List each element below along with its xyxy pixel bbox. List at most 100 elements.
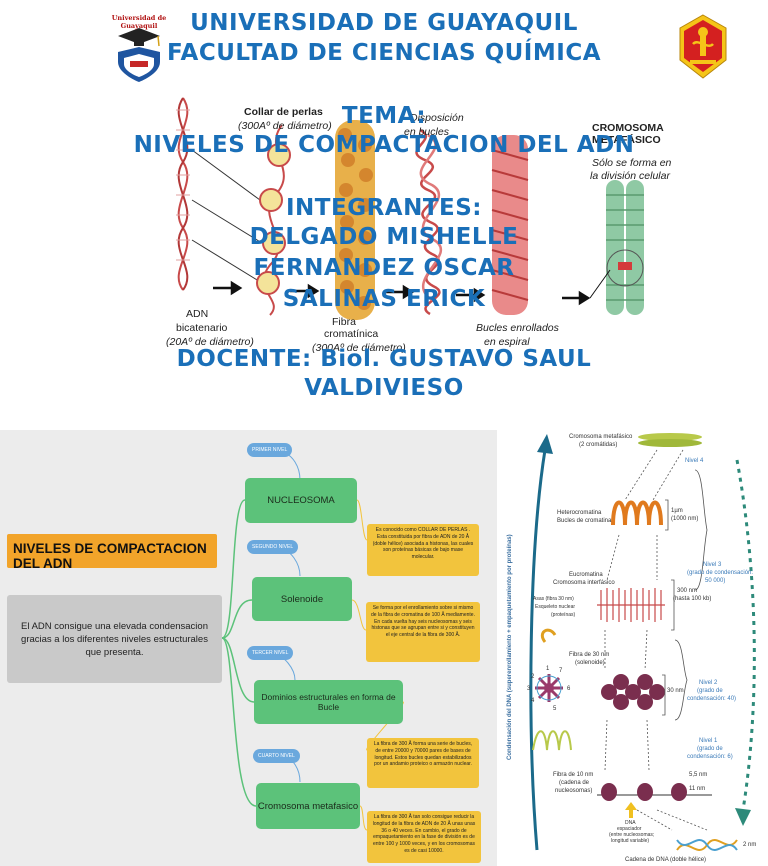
pill-primer-nivel: PRIMER NIVEL bbox=[247, 443, 293, 457]
cond-size-1um: 1µm bbox=[671, 508, 683, 514]
node-cromosoma-metafasico: Cromosoma metafasico bbox=[256, 783, 360, 829]
cond-label-nucleosomas: nucleosomas) bbox=[555, 788, 593, 794]
label-adn-diameter: (20Aº de diámetro) bbox=[166, 336, 254, 348]
university-logo: Universidad de Guayaquil bbox=[104, 14, 174, 88]
cond-label-longitud: longitud variable) bbox=[611, 838, 650, 844]
cond-label-cadena-nuc: (cadena de bbox=[559, 780, 590, 786]
faculty-logo bbox=[678, 14, 728, 80]
cond-level-1-grade: (grado de bbox=[697, 746, 723, 752]
dna-condensation-diagram: Condensación del DNA (superenrollamiento… bbox=[497, 430, 768, 866]
cond-level-3: Nivel 3 bbox=[703, 562, 722, 568]
mind-map-title: NIVELES DE COMPACTACION DEL ADN bbox=[7, 534, 217, 571]
label-collar-diameter: (300Aº de diámetro) bbox=[238, 120, 332, 132]
label-adn: ADN bbox=[186, 308, 209, 320]
cond-label-asas: Asas (fibra 30 nm) bbox=[533, 596, 574, 602]
label-division: la división celular bbox=[590, 170, 670, 182]
title-topic: NIVELES DE COMPACTACION DEL ADN bbox=[133, 132, 635, 158]
pill-segundo-nivel: SEGUNDO NIVEL bbox=[247, 540, 299, 554]
progression-arrows bbox=[213, 269, 611, 306]
coiled-loops bbox=[491, 135, 529, 315]
solenoid-num-4: 4 bbox=[531, 698, 535, 704]
cond-size-2nm: 2 nm bbox=[743, 842, 757, 848]
cond-level-1-value: condensación: 6) bbox=[687, 754, 733, 760]
label-bicatenario: bicatenario bbox=[176, 322, 228, 334]
solenoid-num-6: 6 bbox=[567, 686, 571, 692]
title-university: UNIVERSIDAD DE GUAYAQUIL bbox=[190, 10, 578, 36]
title-faculty: FACULTAD DE CIENCIAS QUÍMICA bbox=[166, 40, 601, 66]
solenoid-num-2: 2 bbox=[531, 674, 535, 680]
solenoid-num-5: 5 bbox=[553, 706, 557, 712]
label-cromatinica: cromatínica bbox=[324, 328, 379, 340]
chromatin-loops bbox=[415, 128, 443, 316]
cond-label-cromosoma: Cromosoma metafásico bbox=[569, 434, 633, 440]
node-solenoide: Solenoide bbox=[252, 577, 352, 621]
cond-level-3-value: 50 000) bbox=[705, 578, 726, 584]
cond-label-dna-esp: DNA bbox=[625, 820, 636, 826]
cond-size-30nm: 30 nm bbox=[667, 688, 684, 694]
label-fibra: Fibra bbox=[332, 316, 356, 328]
cond-label-heterocromatina: Heterocromatina bbox=[557, 510, 602, 516]
text-dominios-bucle: La fibra de 300 Å forma una serie de buc… bbox=[367, 738, 479, 788]
metaphase-chromosome bbox=[606, 180, 644, 315]
pill-tercer-nivel: TERCER NIVEL bbox=[247, 646, 294, 660]
solenoid-num-7: 7 bbox=[559, 668, 563, 674]
cond-label-esqueleto: Esqueleto nuclear bbox=[535, 604, 576, 610]
label-solo-forma: Sólo se forma en bbox=[592, 157, 672, 169]
title-slide: Collar de perlas (300Aº de diámetro) Dis… bbox=[0, 0, 768, 430]
text-nucleosoma: Es conocido como COLLAR DE PERLAS . Esta… bbox=[367, 524, 479, 576]
cond-level-2-value: condensación: 40) bbox=[687, 696, 737, 702]
cond-level-3-grade: (grado de condensación: bbox=[687, 570, 754, 576]
cond-size-100kb: (hasta 100 kb) bbox=[673, 596, 712, 602]
member-delgado: DELGADO MISHELLE bbox=[249, 224, 519, 250]
cond-label-espaciador: espaciador bbox=[617, 826, 642, 832]
cond-level-2: Nivel 2 bbox=[699, 680, 718, 686]
teacher-surname: VALDIVIESO bbox=[304, 375, 464, 401]
text-cromosoma-metafasico: La fibra de 300 Å tan solo consigue redu… bbox=[367, 811, 481, 863]
cond-size-11nm: 11 nm bbox=[689, 786, 706, 792]
title-integrantes-label: INTEGRANTES: bbox=[285, 195, 482, 221]
cond-label-solenoide: (solenoide) bbox=[575, 660, 605, 666]
solenoid-num-1: 1 bbox=[546, 666, 550, 672]
nucleosome-beads bbox=[256, 124, 291, 316]
cond-size-300nm: 300 nm bbox=[677, 588, 698, 594]
cond-label-cromatidas: (2 cromátidas) bbox=[579, 442, 618, 448]
member-fernandez: FERNANDEZ OSCAR bbox=[253, 255, 515, 281]
node-dominios-bucle: Dominios estructurales en forma de Bucle bbox=[254, 680, 403, 724]
cond-label-fibra30: Fibra de 30 nm bbox=[569, 652, 610, 658]
cond-size-1000nm: (1000 nm) bbox=[671, 516, 699, 522]
cond-size-55nm: 5,5 nm bbox=[689, 772, 708, 778]
faculty-shield-icon bbox=[679, 14, 727, 79]
cond-level-4: Nivel 4 bbox=[685, 458, 704, 464]
university-logo-text: Universidad de Guayaquil bbox=[111, 14, 167, 30]
chromatin-fiber bbox=[335, 120, 375, 320]
label-disposicion: Disposición bbox=[410, 112, 464, 124]
label-en-espiral: en espiral bbox=[484, 336, 530, 348]
dna-compaction-diagram bbox=[176, 97, 644, 320]
cond-label-bucles: Bucles de cromatina bbox=[557, 518, 612, 524]
label-en-bucles: en bucles bbox=[404, 126, 449, 138]
cond-label-cadena-dna: Cadena de DNA (doble hélice) bbox=[625, 857, 707, 863]
label-metafasico: METAFÁSICO bbox=[592, 134, 661, 146]
title-tema-label: TEMA: bbox=[341, 103, 427, 129]
label-fibra-diameter: (300Aº de diámetro) bbox=[312, 342, 406, 354]
teacher-name: DOCENTE: Biol. GUSTAVO SAUL bbox=[176, 346, 592, 372]
cond-label-eucromatina: Eucromatina bbox=[569, 572, 603, 578]
pill-cuarto-nivel: CUARTO NIVEL bbox=[253, 749, 300, 763]
label-cromosoma: CROMOSOMA bbox=[592, 122, 664, 134]
graduation-cap-icon bbox=[118, 28, 160, 82]
cond-label-fibra10: Fibra de 10 nm bbox=[553, 772, 594, 778]
text-solenoide: Se forma por el enrollamiento sobre si m… bbox=[366, 602, 480, 662]
mind-map: NIVELES DE COMPACTACION DEL ADN El ADN c… bbox=[0, 430, 497, 866]
mind-map-description: El ADN consigue una elevada condensacion… bbox=[7, 595, 222, 683]
vertical-condensation-label: Condensación del DNA (superenrollamiento… bbox=[507, 534, 513, 760]
member-salinas: SALINAS ERICK bbox=[282, 286, 486, 312]
label-collar: Collar de perlas bbox=[244, 106, 323, 118]
cond-level-1: Nivel 1 bbox=[699, 738, 718, 744]
solenoid-num-3: 3 bbox=[527, 686, 531, 692]
node-nucleosoma: NUCLEOSOMA bbox=[245, 478, 357, 523]
cond-label-proteinas: (proteínas) bbox=[551, 612, 576, 618]
condensation-graphics bbox=[529, 433, 756, 851]
label-bucles-enrollados: Bucles enrollados bbox=[476, 322, 559, 334]
cond-label-entre-nuc: (entre nucleosomas; bbox=[609, 832, 655, 838]
cond-label-interfasico: Cromosoma interfásico bbox=[553, 580, 615, 586]
